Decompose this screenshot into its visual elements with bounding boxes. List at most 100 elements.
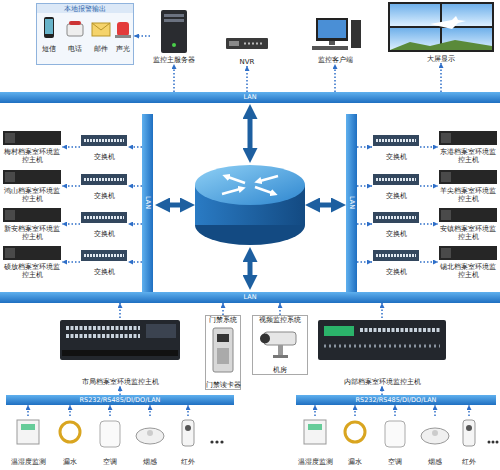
icon-label: 短信	[42, 45, 56, 53]
node-text: RS232/RS485/DI/DO/LAN	[80, 396, 161, 405]
node-text: 温湿度监测	[298, 458, 333, 466]
node-text: 大屏显示	[427, 55, 455, 63]
data-flow-arrow	[246, 66, 248, 92]
data-flow-arrow	[128, 146, 142, 148]
host-device	[3, 170, 61, 184]
sensor-display	[308, 424, 322, 430]
monitor-host-node: 安镇档案室环境监控主机	[438, 207, 498, 241]
sensor-node: 漏水	[338, 416, 372, 466]
data-flow-arrow	[119, 303, 121, 318]
ellipsis-dot	[496, 441, 499, 444]
phone-screen	[45, 19, 53, 34]
data-flow-arrow	[394, 405, 396, 416]
host-panel	[5, 133, 15, 143]
infrared-lens	[185, 425, 191, 431]
camera-mount	[278, 345, 283, 355]
mail-icon	[92, 23, 110, 36]
mail-flap	[92, 23, 110, 30]
data-flow-arrow	[128, 261, 142, 263]
sensor-node: 烟感	[132, 416, 168, 466]
switch-node: 交换机	[80, 210, 128, 238]
monitor-host-node: 内部档案室环境监控主机	[312, 318, 452, 386]
leak-cable	[345, 422, 365, 442]
smoke-vent	[147, 430, 153, 436]
data-flow-arrow	[420, 261, 438, 263]
data-flow-arrow	[334, 64, 336, 92]
reader-keypad	[217, 348, 229, 364]
data-flow-arrow	[357, 185, 372, 187]
camera-base	[273, 355, 288, 358]
node-text: 交换机	[386, 268, 407, 276]
smoke-detector	[421, 428, 449, 444]
lan-bus-bar: LAN	[0, 92, 500, 103]
sensor-display	[21, 424, 35, 430]
node-text: 安镇档案室环境监控主机	[438, 225, 498, 241]
sensor-icon	[304, 420, 326, 444]
data-flow-arrow	[62, 185, 80, 187]
card-reader	[213, 328, 233, 372]
sensor-node: 温湿度监测	[10, 416, 46, 466]
host-device	[3, 131, 61, 145]
node-text: 东港档案室环境监控主机	[438, 148, 498, 164]
data-flow-arrow	[381, 386, 383, 395]
ellipsis-dot	[220, 440, 223, 443]
switch-node: 交换机	[80, 133, 128, 161]
smoke-detector	[136, 428, 164, 444]
router-link	[167, 203, 183, 208]
router-link	[248, 259, 253, 278]
data-flow-arrow	[222, 303, 224, 315]
host-panel	[441, 210, 451, 220]
node-text: 交换机	[94, 230, 115, 238]
data-flow-arrow	[357, 223, 372, 225]
node-text: 鸿山档案室环境监控主机	[2, 187, 62, 203]
node-text: LAN	[243, 293, 256, 302]
switch-device	[373, 135, 419, 146]
node-text: 机房	[273, 366, 287, 374]
router-link	[248, 116, 253, 151]
data-flow-arrow	[279, 303, 281, 315]
host-panel	[5, 248, 15, 258]
node-text: 梅村档案室环境监控主机	[2, 148, 62, 164]
sensor-icon	[17, 420, 39, 444]
host-device	[60, 320, 180, 360]
node-text: 空调	[103, 458, 117, 466]
server-tower	[161, 10, 187, 53]
telephone-handset	[69, 21, 81, 25]
alarm-box-fill	[36, 3, 134, 65]
monitor-stand	[329, 41, 335, 45]
data-flow-arrow	[119, 386, 121, 395]
nvr-panel	[229, 41, 239, 46]
monitor-screen	[318, 20, 346, 38]
sensor-node: 漏水	[52, 416, 88, 466]
node-text: LAN	[347, 196, 356, 209]
switch-node: 交换机	[80, 248, 128, 276]
node-text: 交换机	[94, 153, 115, 161]
ellipsis-dot	[492, 441, 495, 444]
node-text: 红外	[181, 458, 195, 466]
host-device	[439, 131, 497, 145]
node-text: 烟感	[428, 458, 442, 466]
pc-tower	[351, 20, 361, 48]
host-panel	[441, 248, 451, 258]
switch-ports	[84, 254, 124, 257]
data-flow-arrow	[420, 146, 438, 148]
host-terminals	[324, 345, 440, 348]
sensor-node: 空调	[92, 416, 128, 466]
data-flow-arrow	[62, 223, 80, 225]
data-flow-arrow	[434, 405, 436, 416]
node-text: 市局档案室环境监控主机	[82, 378, 159, 386]
server-bay	[164, 19, 184, 22]
node-text: 温湿度监测	[11, 458, 46, 466]
monitor-host-node: 羊尖档案室环境监控主机	[438, 169, 498, 203]
siren-icon	[117, 22, 129, 36]
host-panel	[5, 172, 15, 182]
host-base	[62, 350, 178, 356]
icon-label: 声光	[116, 45, 130, 53]
sensor-node: 空调	[378, 416, 412, 466]
ellipsis-dot	[488, 441, 491, 444]
data-flow-arrow	[109, 405, 111, 416]
node-text: LAN	[243, 93, 256, 102]
switch-device	[81, 135, 127, 146]
switch-ports	[84, 178, 124, 181]
